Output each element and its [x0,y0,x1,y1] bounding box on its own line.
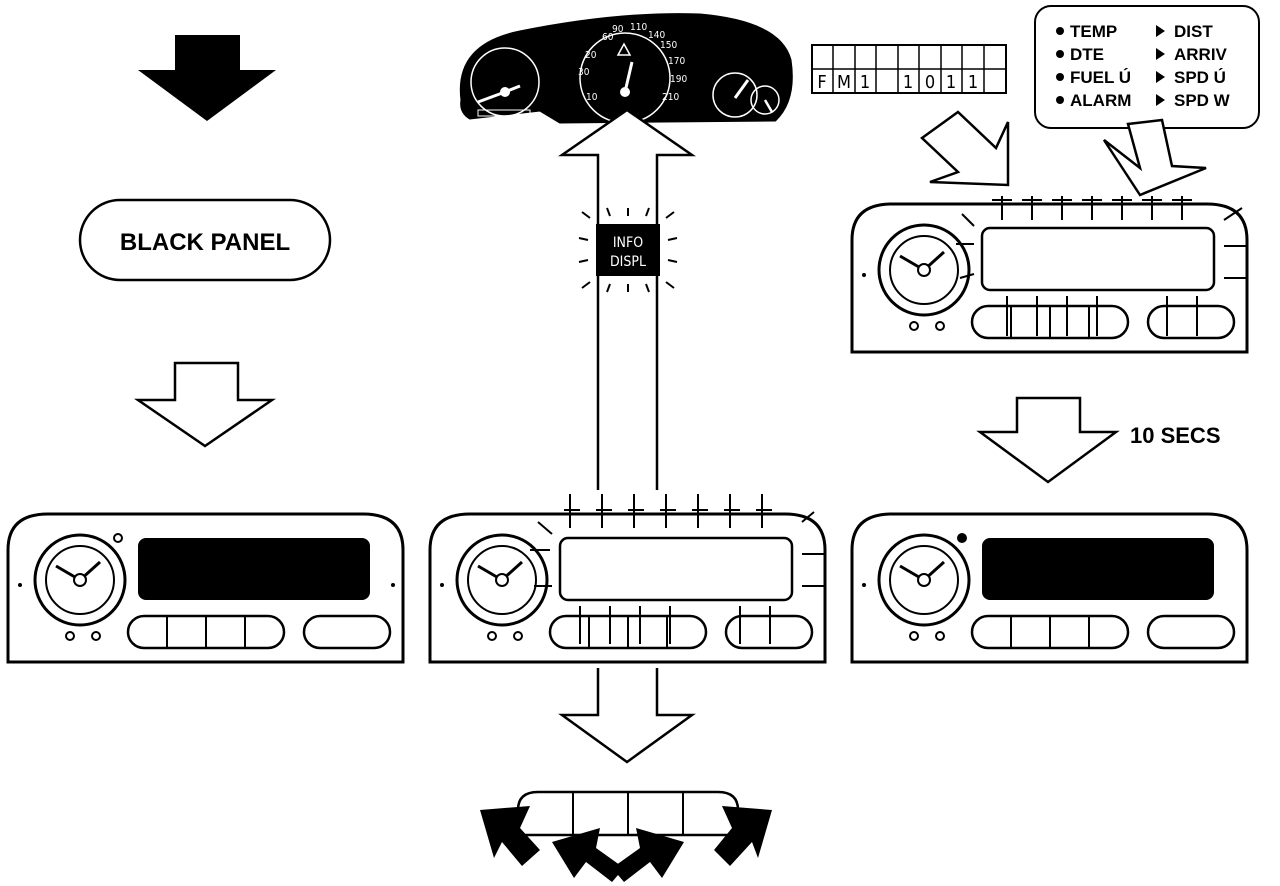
press-arrow-1 [480,806,540,866]
svg-text:20: 20 [585,50,597,61]
info-menu-box: TEMP DTE FUEL Ú ALARM DIST ARRIV SPD Ú S… [1034,5,1260,129]
press-arrow-2 [552,828,624,882]
press-arrows [480,806,772,882]
menu-item-fuel: FUEL Ú [1070,68,1131,87]
press-arrow-4 [714,806,772,866]
ten-secs-label: 10 SECS [1130,423,1221,448]
svg-text:1: 1 [903,72,913,93]
svg-text:0: 0 [925,72,935,93]
display-screen [980,226,1216,292]
svg-text:90: 90 [612,24,624,35]
hollow-down-arrow-middle [558,668,696,764]
hollow-down-arrow-right [976,396,1120,484]
press-arrow-3 [612,828,684,882]
info-displ-label-1: INFO [613,235,643,251]
svg-text:110: 110 [630,22,647,33]
black-panel-button[interactable]: BLACK PANEL [78,198,332,282]
sid-panel-dark-left [6,512,405,664]
hollow-diagonal-arrow-1 [920,110,1010,187]
svg-text:M: M [837,72,851,93]
info-displ-button[interactable]: INFO DISPL [578,207,678,293]
menu-item-alarm: ALARM [1070,91,1131,110]
light-rays [956,196,1247,336]
button-row [548,614,814,650]
light-rays [530,494,825,644]
svg-text:1: 1 [860,72,870,93]
display-screen [982,538,1214,600]
menu-item-dist: DIST [1174,22,1213,41]
glow-rays [578,207,678,293]
menu-item-temp: TEMP [1070,22,1117,41]
svg-text:10: 10 [586,92,598,103]
svg-text:1: 1 [968,72,978,93]
svg-text:30: 30 [578,67,590,78]
button-bar-bottom [516,790,740,837]
sid-panel-lit-right [850,196,1249,354]
button-row [126,614,392,650]
black-panel-label: BLACK PANEL [120,229,290,256]
svg-text:60: 60 [602,32,614,43]
hollow-down-arrow-left [133,361,277,448]
display-screen [558,536,794,602]
info-displ-label-2: DISPL [610,254,646,270]
sid-panel-dark-right [850,512,1249,664]
sid-panel-lit-middle [428,494,827,664]
menu-item-spd-w: SPD W [1174,91,1231,110]
menu-item-arriv: ARRIV [1174,45,1228,64]
button-row [970,304,1236,340]
button-row [970,614,1236,650]
svg-text:1: 1 [946,72,956,93]
clock-icon [877,533,971,627]
radio-display: F M 1 1 0 1 1 [811,44,1007,94]
clock-icon [877,223,971,317]
svg-text:150: 150 [660,40,677,51]
solid-down-arrow [138,35,276,121]
svg-text:190: 190 [670,74,687,85]
svg-text:170: 170 [668,56,685,67]
svg-text:140: 140 [648,30,665,41]
hollow-up-arrow [557,108,697,490]
svg-text:F: F [817,72,826,93]
display-screen [138,538,370,600]
svg-text:210: 210 [662,92,679,103]
instrument-cluster: 20 30 10 60 90 110 140 150 170 190 210 [459,13,793,124]
clock-icon [33,533,127,627]
menu-item-spd-avg: SPD Ú [1174,68,1226,87]
hollow-diagonal-arrow-2 [1102,118,1207,197]
clock-icon [455,533,549,627]
menu-item-dte: DTE [1070,45,1104,64]
